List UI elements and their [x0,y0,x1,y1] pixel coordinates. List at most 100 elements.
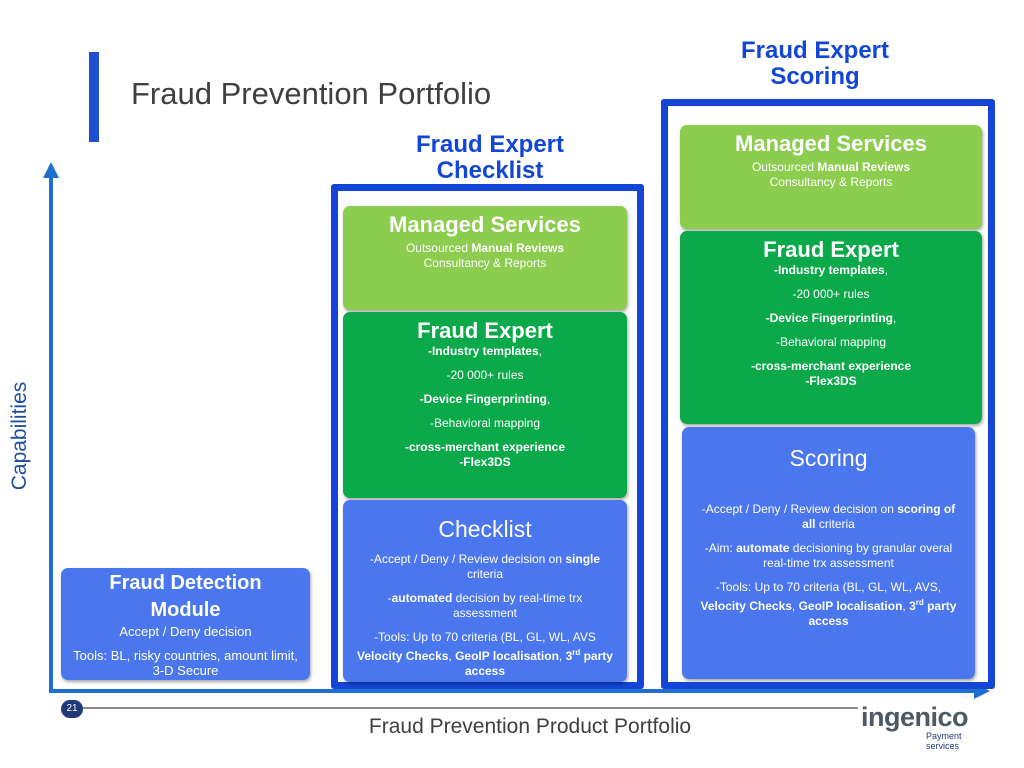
x-axis-line [49,689,977,693]
text-bold: GeoIP localisation [798,599,903,613]
text: , [558,649,566,663]
text-sup: rd [572,648,581,657]
text: - [387,591,392,605]
block-line: -cross-merchant experience [355,440,615,455]
text: decision by real-time trx assessment [452,591,583,620]
block-line: -20 000+ rules [792,287,870,301]
block-line: -Accept / Deny / Review decision on sing… [355,552,615,582]
text-bold: Velocity Checks [357,649,449,663]
block-line: Consultancy & Reports [769,175,893,189]
text-bold: GeoIP localisation [455,649,559,663]
block-title: Scoring [789,445,868,471]
block-line: -Tools: Up to 70 criteria (BL, GL, WL, A… [374,630,596,644]
block-line: -Industry templates, [355,344,615,359]
text-bold: Manual Reviews [471,241,565,255]
block-line: -Flex3DS [355,455,615,470]
text-bold: -Industry templates [427,344,539,358]
scoring-block: Scoring -Accept / Deny / Review decision… [682,427,975,679]
text: , [448,649,456,663]
fraud-expert-block-checklist: Fraud Expert -Industry templates, -20 00… [343,312,627,498]
group-frame-checklist [331,184,644,689]
block-line: Outsourced Manual Reviews [692,160,970,175]
block-title: Fraud Expert [763,237,899,262]
text: , [538,344,543,358]
block-line: -Behavioral mapping [775,335,887,349]
page-number: 21 [61,700,83,718]
block-line: -automated decision by real-time trx ass… [355,591,615,621]
slide-title: Fraud Prevention Portfolio [131,76,492,111]
y-axis-arrow-icon [43,162,59,178]
text: , [902,599,910,613]
block-line: Accept / Deny decision [119,624,252,639]
footer-text: Fraud Prevention Product Portfolio [368,715,692,738]
block-title: Checklist [438,516,532,542]
text: , [791,599,799,613]
block-line: -Accept / Deny / Review decision on scor… [694,502,963,532]
text-bold: -Flex3DS [805,374,857,388]
block-line: Outsourced Manual Reviews [355,241,615,256]
text-bold: Manual Reviews [817,160,911,174]
managed-services-block-scoring: Managed Services Outsourced Manual Revie… [680,125,982,229]
footer-divider [80,707,858,709]
fraud-expert-block-scoring: Fraud Expert -Industry templates, -20 00… [680,231,982,424]
y-axis-line [49,176,53,692]
text-sup: rd [915,598,924,607]
group-title-scoring-line2: Scoring [770,63,860,90]
block-title-line1: Fraud Detection [109,572,262,594]
text: -Aim: [704,541,737,555]
text: , [884,263,889,277]
text-bold: -cross-merchant experience [750,359,912,373]
text: criteria [815,517,855,531]
text: -Accept / Deny / Review decision on [701,502,898,516]
text-bold: -Device Fingerprinting [419,392,547,406]
title-accent-bar [89,52,99,142]
block-title: Managed Services [389,212,581,237]
text-bold: -cross-merchant experience [404,440,566,454]
fraud-detection-module-block: Fraud Detection Module Accept / Deny dec… [61,568,310,680]
logo-subtitle: Payment services [926,731,986,751]
block-line: -Tools: Up to 70 criteria (BL, GL, WL, A… [694,580,963,629]
managed-services-block-checklist: Managed Services Outsourced Manual Revie… [343,206,627,310]
text-bold: -Flex3DS [459,455,511,469]
text-bold: scoring of all [802,502,956,531]
text: -Accept / Deny / Review decision on [369,552,566,566]
text-bold: Velocity Checks [700,599,792,613]
logo-sub-line1: Payment [926,731,962,741]
text: decisioning by granular overal real-time… [763,541,953,570]
text-bold: party access [808,599,957,628]
text-bold: -Industry templates [773,263,885,277]
ingenico-logo: ingenico [861,702,969,732]
block-line: -Flex3DS [692,374,970,389]
block-line: Velocity Checks, GeoIP localisation, 3rd… [355,645,615,679]
text: Outsourced [751,160,818,174]
text-bold: party access [464,649,613,678]
group-title-scoring-line1: Fraud Expert [740,37,890,64]
block-title: Managed Services [735,131,927,156]
block-line: -Aim: automate decisioning by granular o… [694,541,963,571]
text-bold: 3 [565,649,573,663]
block-line: Consultancy & Reports [423,256,547,270]
text: criteria [466,567,503,581]
group-title-scoring: Fraud Expert Scoring [715,38,915,90]
block-line: -Behavioral mapping [429,416,541,430]
text: -Tools: Up to 70 criteria (BL, GL, WL, A… [715,580,942,594]
text: , [893,311,897,325]
block-line: -Industry templates, [692,263,970,278]
text: Outsourced [405,241,472,255]
logo-sub-line2: services [926,741,960,751]
group-frame-scoring [661,99,995,689]
checklist-block: Checklist -Accept / Deny / Review decisi… [343,500,627,682]
text: , [547,392,551,406]
block-line: -20 000+ rules [446,368,524,382]
block-line: -cross-merchant experience [692,359,970,374]
group-title-checklist: Fraud Expert Checklist [390,132,590,184]
text-bold: automated [391,591,453,605]
y-axis-label: Capabilities [8,381,31,491]
text-bold: single [565,552,601,566]
group-title-checklist-line1: Fraud Expert [415,131,565,158]
text-bold: automate [736,541,790,555]
block-title: Fraud Expert [417,318,553,343]
block-title-line2: Module [150,599,221,621]
text-bold: 3 [909,599,916,613]
block-line: Tools: BL, risky countries, amount limit… [73,648,298,678]
